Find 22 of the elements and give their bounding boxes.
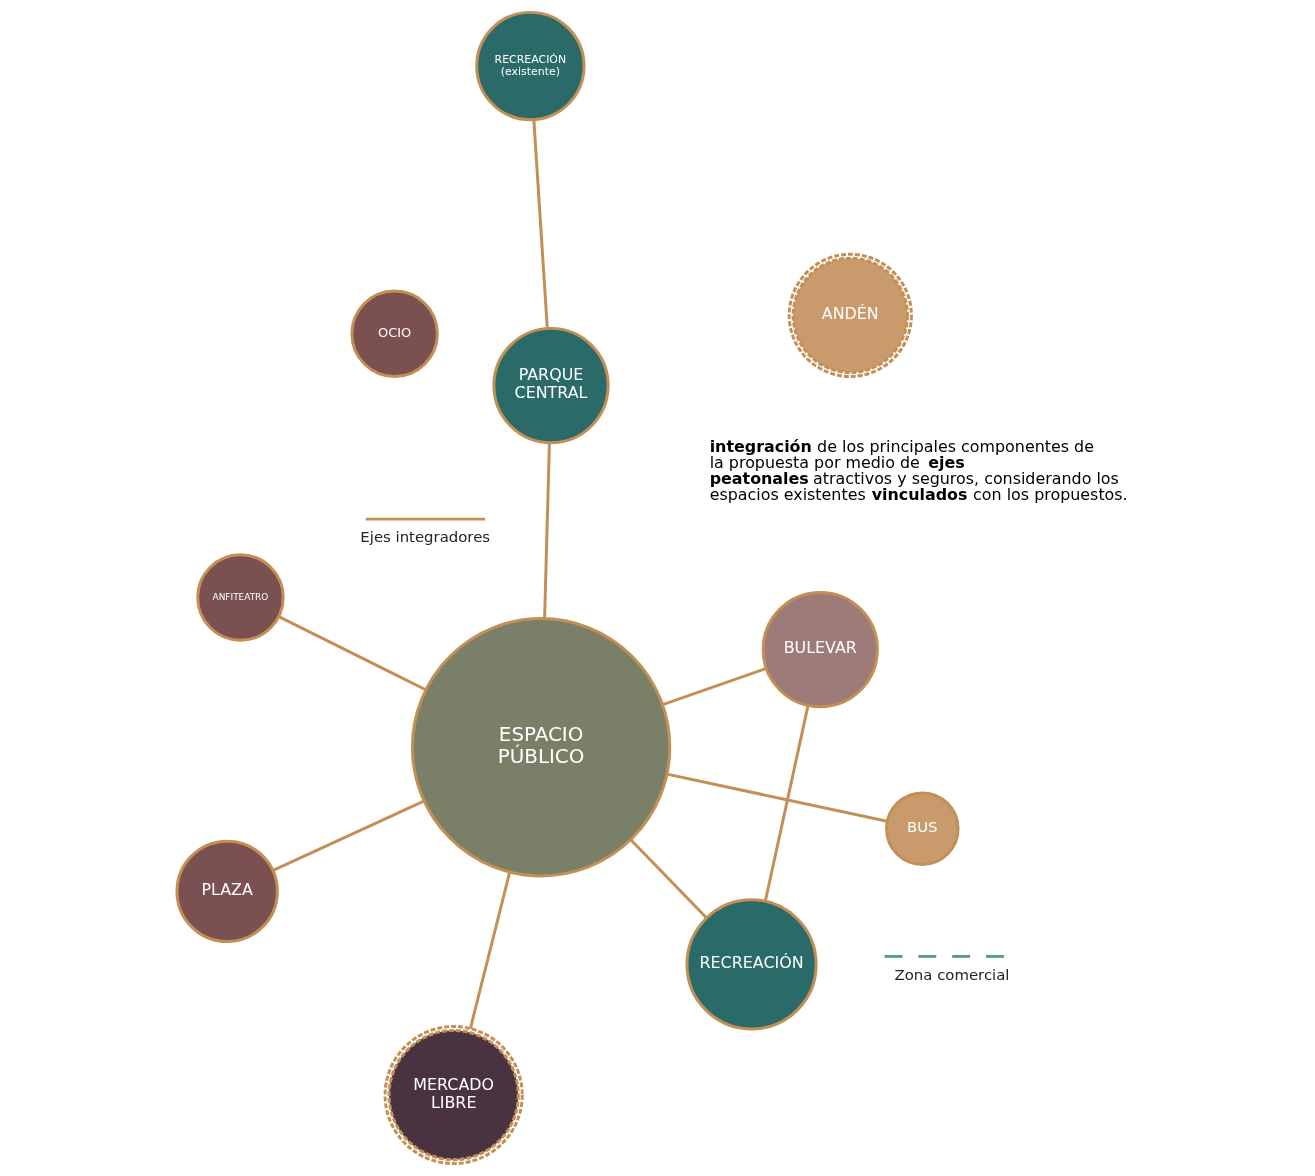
node-circle: ANFITEATRO bbox=[196, 553, 285, 642]
node-circle: BULEVAR bbox=[761, 590, 879, 709]
label: integración de los principales componentes de la propuesta por medio de ejes peatonales atractivos y seguros, considerando los espacios existentes vinculados con los propuestos. bbox=[709, 436, 1128, 504]
connector bbox=[543, 442, 551, 619]
connector bbox=[468, 871, 512, 1029]
node-circle: RECREACIÓN (existente) bbox=[475, 10, 586, 122]
legend-label: Ejes integradores bbox=[360, 528, 491, 547]
connector bbox=[532, 119, 549, 329]
connector bbox=[272, 799, 425, 872]
connector bbox=[629, 838, 708, 919]
connector bbox=[666, 772, 888, 823]
node-circle: BUS bbox=[885, 791, 960, 866]
connector bbox=[763, 705, 810, 902]
connector bbox=[278, 615, 427, 692]
connector bbox=[662, 667, 767, 707]
node-circle: PLAZA bbox=[175, 839, 279, 944]
node-circle: PARQUE CENTRAL bbox=[492, 326, 610, 445]
node-circle: ESPACIO PÚBLICO bbox=[410, 617, 672, 878]
legend-label: Zona comercial bbox=[894, 965, 1010, 984]
node-circle: ANDÉN bbox=[787, 252, 913, 378]
node-circle: OCIO bbox=[350, 289, 439, 378]
node-circle: RECREACIÓN bbox=[685, 898, 818, 1031]
